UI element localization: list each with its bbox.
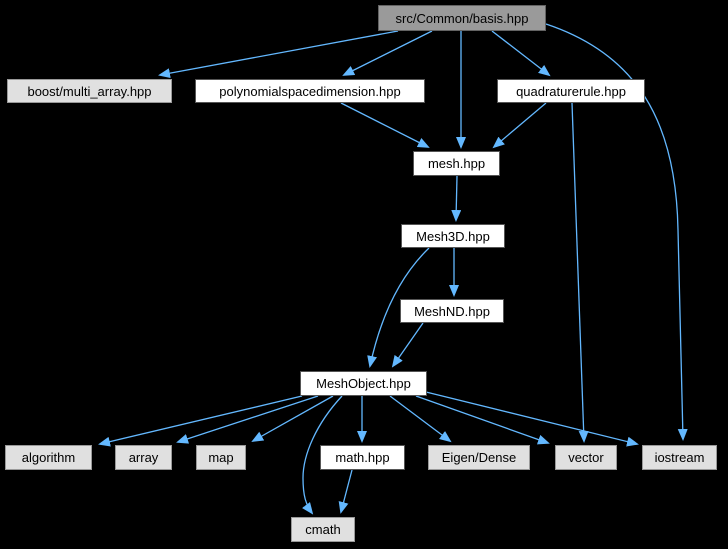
edge-meshnd-to-meshobject xyxy=(391,322,424,368)
edge-meshobject-to-vector xyxy=(415,395,550,445)
node-cmath[interactable]: cmath xyxy=(291,517,355,542)
edge-quadraturerule-to-mesh xyxy=(492,102,547,149)
node-array[interactable]: array xyxy=(115,445,172,470)
edge-meshobject-to-cmath xyxy=(302,395,343,515)
node-eigen-dense[interactable]: Eigen/Dense xyxy=(428,445,530,470)
node-label: cmath xyxy=(305,522,341,537)
node-label: algorithm xyxy=(21,450,76,465)
node-math[interactable]: math.hpp xyxy=(320,445,405,470)
edge-meshobject-to-map xyxy=(251,395,334,442)
node-quadraturerule[interactable]: quadraturerule.hpp xyxy=(497,79,645,103)
node-boost-multi-array[interactable]: boost/multi_array.hpp xyxy=(7,79,172,103)
node-polynomialspacedimension[interactable]: polynomialspacedimension.hpp xyxy=(195,79,425,103)
edge-basis-to-boost xyxy=(158,30,399,79)
edge-meshobject-to-iostream xyxy=(425,391,639,447)
edge-mesh-to-mesh3d xyxy=(451,175,462,222)
node-label: MeshObject.hpp xyxy=(316,376,411,391)
node-label: map xyxy=(208,450,234,465)
node-iostream[interactable]: iostream xyxy=(642,445,717,470)
node-label: polynomialspacedimension.hpp xyxy=(219,83,401,99)
node-label: quadraturerule.hpp xyxy=(516,83,626,99)
node-label: math.hpp xyxy=(335,450,390,465)
edge-polynomialspacedimension-to-mesh xyxy=(340,102,430,148)
edge-quadraturerule-to-vector xyxy=(571,102,589,443)
edge-math-to-cmath xyxy=(338,469,353,514)
edge-basis-to-iostream xyxy=(545,23,688,441)
node-label: MeshND.hpp xyxy=(414,303,490,319)
node-meshnd[interactable]: MeshND.hpp xyxy=(400,299,504,323)
node-meshobject[interactable]: MeshObject.hpp xyxy=(300,371,427,396)
node-label: iostream xyxy=(654,450,705,465)
node-algorithm[interactable]: algorithm xyxy=(5,445,92,470)
edge-basis-to-quadraturerule xyxy=(491,30,551,77)
node-label: array xyxy=(128,450,159,465)
node-label: vector xyxy=(568,450,604,465)
edge-meshobject-to-eigen xyxy=(389,395,452,443)
node-mesh[interactable]: mesh.hpp xyxy=(413,151,500,176)
edge-meshobject-to-algorithm xyxy=(98,395,303,447)
node-label: src/Common/basis.hpp xyxy=(395,10,529,26)
node-label: mesh.hpp xyxy=(427,156,486,171)
node-label: Mesh3D.hpp xyxy=(416,228,490,244)
node-label: Eigen/Dense xyxy=(441,450,517,465)
node-mesh3d[interactable]: Mesh3D.hpp xyxy=(401,224,505,248)
edge-mesh3d-to-meshobject xyxy=(367,247,430,368)
node-basis[interactable]: src/Common/basis.hpp xyxy=(378,5,546,31)
node-label: boost/multi_array.hpp xyxy=(27,83,152,99)
edge-basis-to-polynomialspacedimension xyxy=(342,30,433,76)
node-vector[interactable]: vector xyxy=(555,445,617,470)
edge-meshobject-to-array xyxy=(176,395,319,444)
node-map[interactable]: map xyxy=(196,445,246,470)
